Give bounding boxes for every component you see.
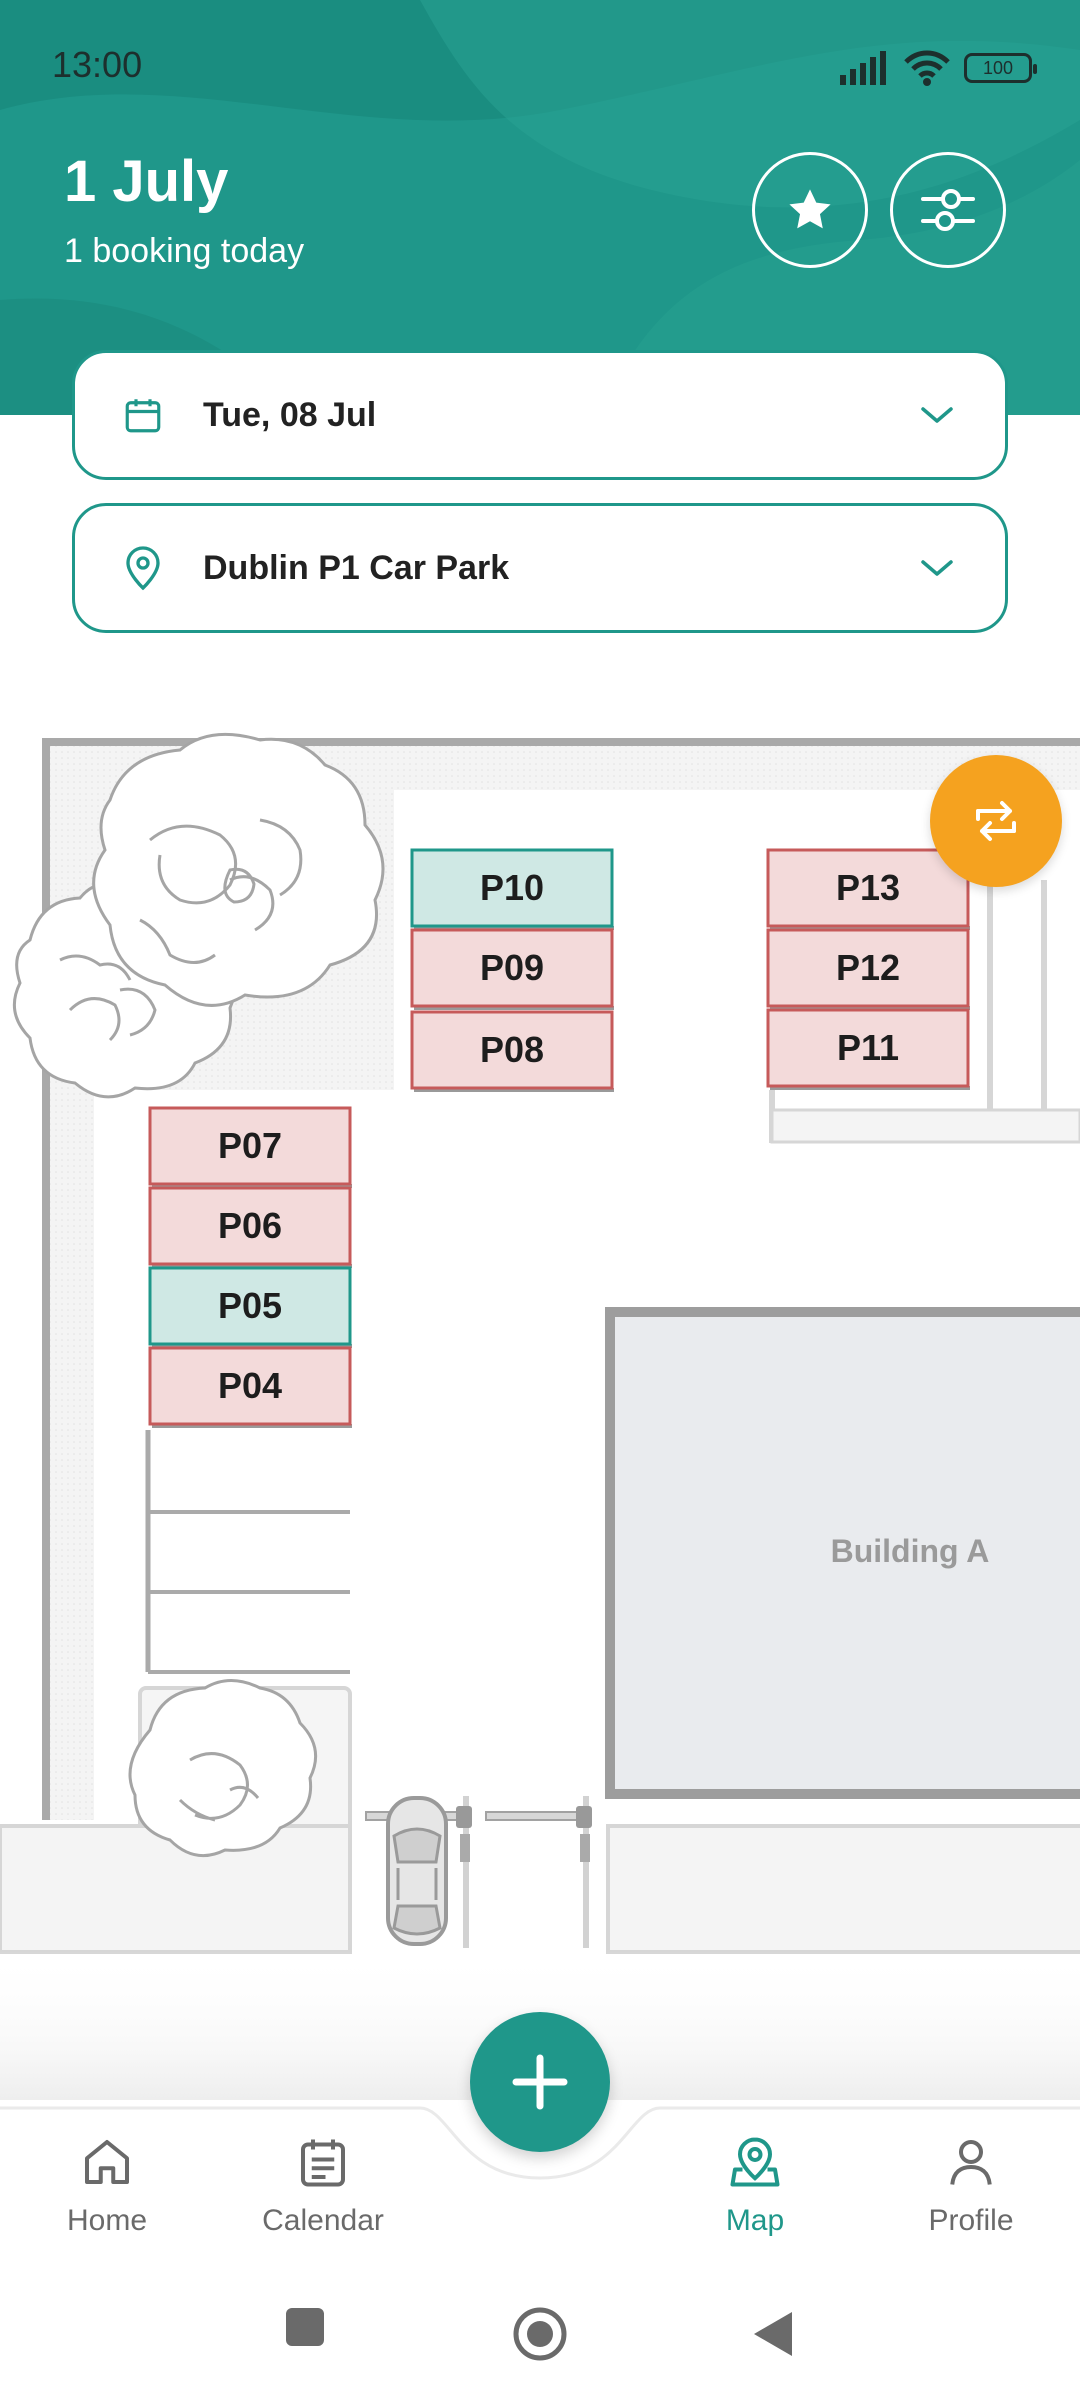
tree-icon <box>128 1679 318 1858</box>
parking-spot-label: P08 <box>480 1029 544 1070</box>
parking-map-canvas[interactable]: Building A <box>0 700 1080 2100</box>
wifi-icon <box>904 50 950 86</box>
chevron-down-icon <box>921 560 953 576</box>
parking-spot-label: P09 <box>480 947 544 988</box>
nav-item-home[interactable]: Home <box>12 2132 202 2238</box>
parking-spot-label: P13 <box>836 867 900 908</box>
back-triangle-icon <box>754 2312 792 2356</box>
parking-map[interactable]: Building A <box>0 700 1080 2100</box>
parking-spot-label: P04 <box>218 1365 282 1406</box>
parking-spot-p05[interactable]: P05 <box>148 1266 352 1348</box>
parking-spot-p06[interactable]: P06 <box>148 1186 352 1268</box>
page-title: 1 July <box>64 149 229 214</box>
swap-view-button[interactable] <box>930 755 1062 887</box>
chevron-down-icon <box>921 407 953 423</box>
battery-level: 100 <box>982 57 1014 78</box>
status-time: 13:00 <box>52 44 143 85</box>
plus-icon <box>512 2054 568 2110</box>
parking-spot-p08[interactable]: P08 <box>410 1010 614 1092</box>
battery-icon: 100 <box>964 53 1037 83</box>
building <box>605 1307 1080 1799</box>
selected-location: Dublin P1 Car Park <box>203 548 510 587</box>
nav-label-home: Home <box>66 2204 148 2237</box>
parking-spot-label: P10 <box>480 867 544 908</box>
booking-summary: 1 booking today <box>64 232 305 270</box>
signal-icon <box>840 51 886 85</box>
sliders-icon <box>921 189 975 231</box>
parking-spot-label: P06 <box>218 1205 282 1246</box>
nav-label-calendar: Calendar <box>262 2204 384 2237</box>
square-icon <box>286 2308 324 2346</box>
parking-spot-p04[interactable]: P04 <box>148 1346 352 1428</box>
home-system-button[interactable] <box>512 2306 568 2367</box>
parking-spot-p13[interactable]: P13 <box>766 848 970 930</box>
location-selector[interactable]: Dublin P1 Car Park <box>72 503 1008 633</box>
parking-spot-p07[interactable]: P07 <box>148 1106 352 1188</box>
nav-item-calendar[interactable]: Calendar <box>228 2132 418 2238</box>
parking-spot-p10[interactable]: P10 <box>410 848 614 930</box>
map-pin-icon <box>730 2137 780 2187</box>
selected-date: Tue, 08 Jul <box>203 395 377 434</box>
nav-label-map: Map <box>725 2204 785 2237</box>
status-icons: 100 <box>840 48 1037 88</box>
parking-spot-p12[interactable]: P12 <box>766 928 970 1010</box>
nav-label-profile: Profile <box>928 2204 1014 2237</box>
building-label: Building A <box>831 1533 990 1569</box>
status-bar: 13:00 100 <box>0 0 1080 130</box>
parking-spot-p09[interactable]: P09 <box>410 928 614 1010</box>
car-icon <box>386 1796 448 1946</box>
calendar-icon <box>301 2139 345 2187</box>
add-booking-button[interactable] <box>470 2012 610 2152</box>
parking-spot-label: P11 <box>837 1027 899 1068</box>
parking-spot-label: P07 <box>218 1125 282 1166</box>
location-pin-icon <box>115 544 171 592</box>
parking-spot-label: P12 <box>836 947 900 988</box>
filter-button[interactable] <box>890 152 1006 268</box>
date-selector[interactable]: Tue, 08 Jul <box>72 350 1008 480</box>
nav-item-profile[interactable]: Profile <box>876 2132 1066 2238</box>
swap-arrows-icon <box>976 801 1016 841</box>
star-icon <box>789 189 831 229</box>
recent-apps-button[interactable] <box>284 2306 326 2353</box>
home-icon <box>85 2140 129 2184</box>
tree-icon <box>92 732 385 1007</box>
parking-spot-label: P05 <box>218 1285 282 1326</box>
nav-item-map[interactable]: Map <box>660 2132 850 2238</box>
back-button[interactable] <box>752 2310 794 2363</box>
calendar-icon <box>115 394 171 436</box>
favorites-button[interactable] <box>752 152 868 268</box>
parking-spot-p11[interactable]: P11 <box>766 1008 970 1090</box>
user-icon <box>950 2140 992 2185</box>
circle-icon <box>513 2307 567 2361</box>
